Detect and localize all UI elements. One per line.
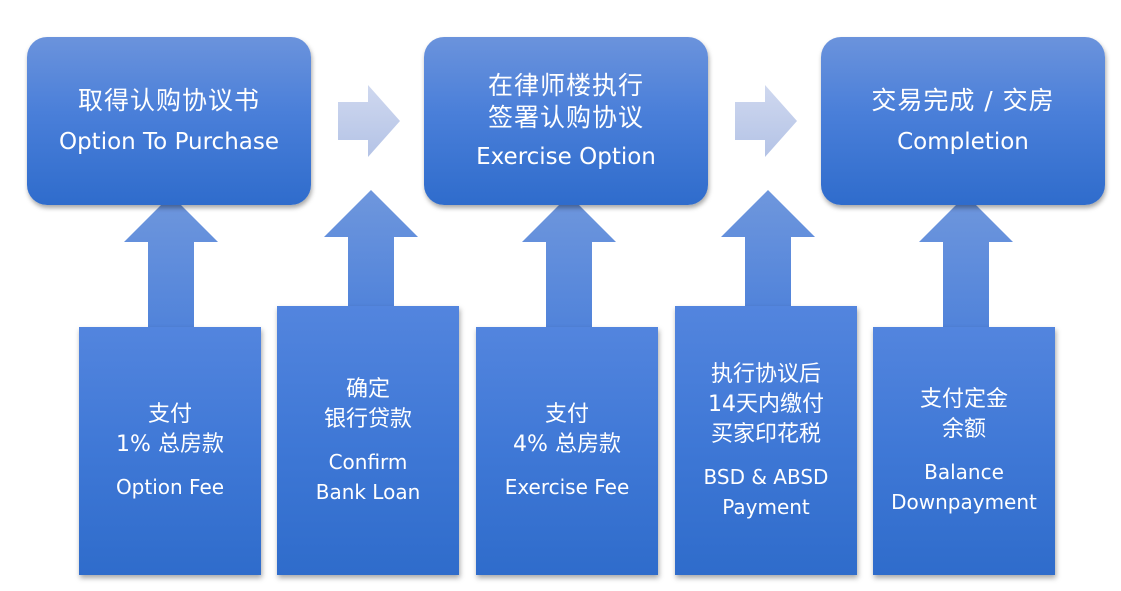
step-text-zh: 确定 银行贷款 [323, 376, 412, 432]
up-arrow-icon [522, 195, 616, 335]
step-text-en: Confirm Bank Loan [315, 449, 421, 504]
step-text-en: BSD & ABSD Payment [703, 464, 829, 519]
step-text-en: Balance Downpayment [891, 460, 1037, 514]
step-box-option-fee: 支付 1% 总房款 Option Fee [79, 327, 261, 575]
stage-box-option-to-purchase: 取得认购协议书 Option To Purchase [27, 37, 311, 205]
stage-title-zh: 取得认购协议书 [77, 86, 260, 115]
step-text-zh: 支付 1% 总房款 [116, 402, 224, 457]
step-box-confirm-bank-loan: 确定 银行贷款 Confirm Bank Loan [277, 306, 459, 575]
step-box-stamp-duty: 执行协议后 14天内缴付 买家印花税 BSD & ABSD Payment [675, 306, 857, 575]
step-text-en: Option Fee [115, 475, 225, 499]
stage-title-zh: 交易完成 / 交房 [871, 86, 1055, 115]
step-text-zh: 执行协议后 14天内缴付 买家印花税 [708, 361, 824, 447]
up-arrow-icon [721, 190, 815, 315]
step-box-exercise-fee: 支付 4% 总房款 Exercise Fee [476, 327, 658, 575]
stage-title-en: Completion [897, 129, 1029, 155]
step-text-en: Exercise Fee [504, 475, 630, 499]
step-text-zh: 支付 4% 总房款 [513, 402, 621, 457]
step-box-balance-downpayment: 支付定金 余额 Balance Downpayment [873, 327, 1055, 575]
stage-title-zh: 在律师楼执行 签署认购协议 [487, 71, 644, 132]
stage-title-en: Exercise Option [476, 144, 656, 170]
stage-box-completion: 交易完成 / 交房 Completion [821, 37, 1105, 205]
up-arrow-icon [124, 195, 218, 335]
step-text-zh: 支付定金 余额 [919, 387, 1008, 442]
up-arrow-icon [919, 195, 1013, 335]
up-arrow-icon [324, 190, 418, 315]
stage-box-exercise-option: 在律师楼执行 签署认购协议 Exercise Option [424, 37, 708, 205]
right-arrow-icon [338, 85, 400, 157]
stage-title-en: Option To Purchase [58, 129, 280, 155]
right-arrow-icon [735, 85, 797, 157]
